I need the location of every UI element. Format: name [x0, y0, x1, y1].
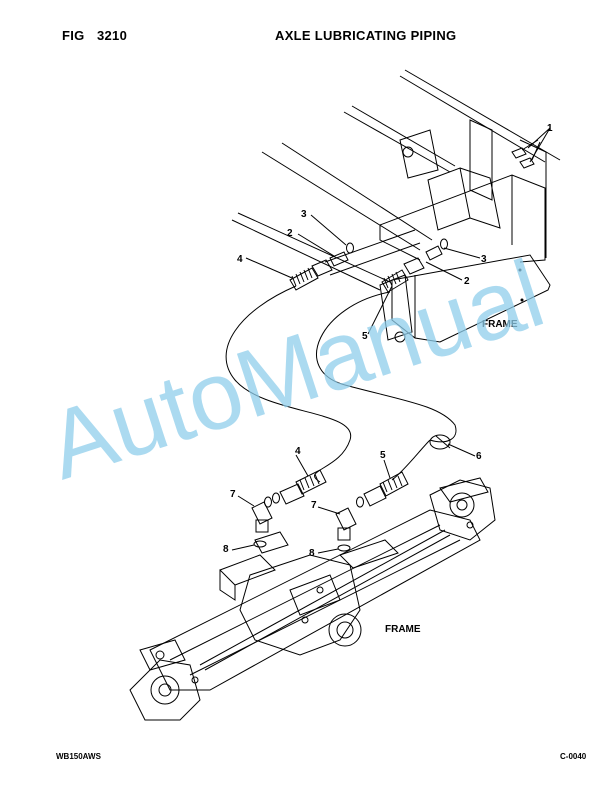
upper-left-fittings [289, 242, 354, 291]
callout-7-left: 7 [230, 489, 236, 500]
figure-title: AXLE LUBRICATING PIPING [275, 28, 457, 43]
callout-3-upper-left: 3 [301, 209, 307, 220]
hoses [225, 285, 457, 483]
hose-clamp [429, 434, 451, 450]
callout-5-lower: 5 [380, 450, 386, 461]
front-axle-assembly [129, 477, 496, 721]
callout-7-right: 7 [311, 500, 317, 511]
upper-right-fittings [381, 238, 448, 293]
callout-3-upper-right: 3 [481, 254, 487, 265]
grease-nipples [511, 139, 541, 169]
callout-8-right: 8 [309, 548, 315, 559]
lower-left-fittings [251, 469, 327, 548]
callout-6: 6 [476, 451, 482, 462]
frame-label-lower: FRAME [385, 624, 421, 635]
callout-2-upper-left: 2 [287, 228, 293, 239]
figure-number: 3210 [97, 28, 128, 43]
upper-frame-structure [231, 69, 561, 343]
callout-4-lower: 4 [295, 446, 301, 457]
callout-2-upper-right: 2 [464, 276, 470, 287]
leader-lines [231, 127, 551, 554]
frame-label-upper: FRAME [482, 319, 518, 330]
callout-4-upper: 4 [237, 254, 243, 265]
page-code: C-0040 [560, 752, 587, 761]
model-code: WB150AWS [56, 752, 101, 761]
callout-8-left: 8 [223, 544, 229, 555]
callout-5-upper: 5 [362, 331, 368, 342]
callout-1: 1 [547, 123, 553, 134]
figure-label: FIG [62, 28, 85, 43]
lower-right-fittings [335, 471, 409, 552]
